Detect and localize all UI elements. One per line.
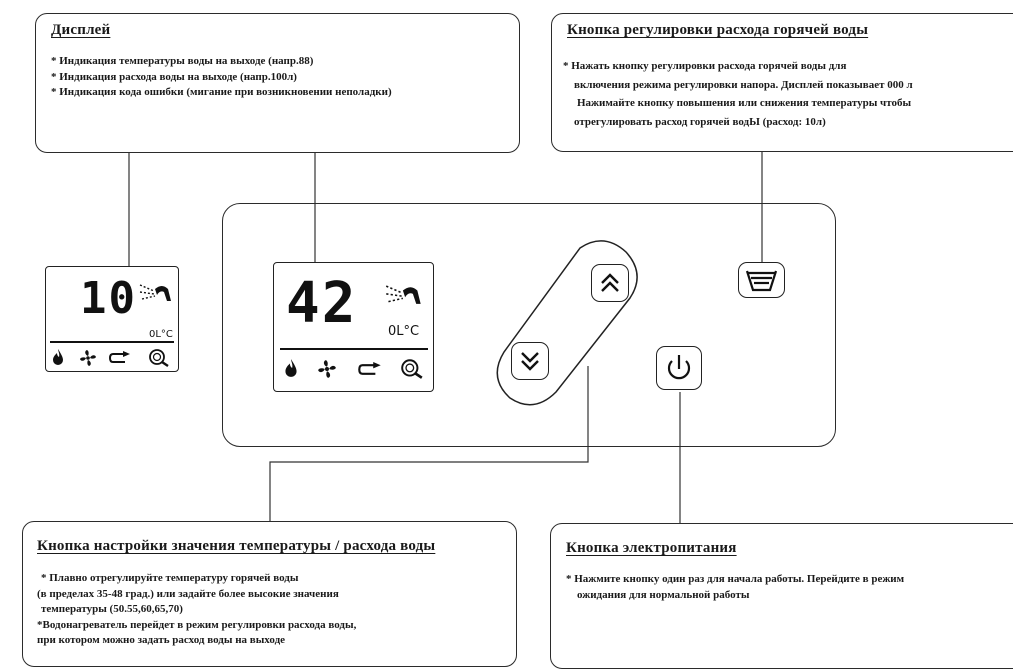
temperature-adjust-capsule [496,240,638,406]
display-callout-title: Дисплей [51,22,111,38]
flow-line-4: отрегулировать расход горячей водЫ (расх… [574,115,826,128]
magnifier-icon [401,359,423,379]
flow-adjust-button[interactable] [738,262,785,298]
power-line-2: ожидания для нормальной работы [577,588,750,601]
water-arrow-icon [109,351,130,363]
fan-icon [318,360,336,378]
power-line-1: * Нажмите кнопку один раз для начала раб… [566,573,905,585]
temperature-down-button[interactable] [511,342,549,380]
temperature-button-callout: Кнопка настройки значения температуры / … [22,521,517,667]
temperature-button-callout-text: * Плавно отрегулируйте температуру горяч… [37,571,356,649]
panel-display: 42 0L°C [273,262,434,392]
power-button[interactable] [656,346,702,390]
power-icon [667,355,691,380]
flow-adjust-icon [745,270,778,292]
temperature-up-button[interactable] [591,264,629,302]
temp-line-1: * Плавно отрегулируйте температуру горяч… [41,572,299,584]
chevron-double-up-icon [601,273,619,292]
fan-icon [80,350,96,366]
flow-button-callout-text: * Нажать кнопку регулировки расхода горя… [563,57,913,131]
shower-icon [139,284,171,301]
control-panel [222,203,836,447]
panel-display-separator [280,348,428,350]
small-display-separator [50,341,174,343]
flame-icon [53,349,63,365]
display-line-2: * Индикация расхода воды на выходе (напр… [51,70,297,83]
temp-line-5: при котором можно задать расход воды на … [37,634,286,646]
flow-line-2: включения режима регулировки напора. Дис… [574,78,913,91]
temp-line-2: (в пределах 35-48 град.) или задайте бол… [37,587,339,600]
chevron-double-down-icon [521,352,539,371]
flame-icon [285,359,297,377]
flow-button-callout-title: Кнопка регулировки расхода горячей воды [567,22,869,38]
display-line-1: * Индикация температуры воды на выходе (… [51,55,314,67]
temp-line-3: температуры (50.55,60,65,70) [41,603,183,615]
panel-display-units: 0L°C [388,324,420,339]
small-display-value: 10 [80,273,137,324]
power-button-callout: Кнопка электропитания * Нажмите кнопку о… [550,523,1013,669]
flow-button-callout: Кнопка регулировки расхода горячей воды … [551,13,1013,152]
flow-line-1: * Нажать кнопку регулировки расхода горя… [563,60,847,72]
power-button-callout-title: Кнопка электропитания [566,540,737,556]
power-button-callout-text: * Нажмите кнопку один раз для начала раб… [566,572,904,603]
display-callout-text: * Индикация температуры воды на выходе (… [51,54,392,101]
panel-display-value: 42 [286,271,358,336]
magnifier-icon [149,349,169,367]
small-display: 10 0L°C [45,266,179,372]
small-display-units: 0L°C [149,329,173,340]
shower-icon [385,285,421,304]
temperature-button-callout-title: Кнопка настройки значения температуры / … [37,538,436,554]
display-callout: Дисплей * Индикация температуры воды на … [35,13,520,153]
water-arrow-icon [358,362,381,375]
display-line-3: * Индикация кода ошибки (мигание при воз… [51,86,392,98]
temp-line-4: *Водонагреватель перейдет в режим регули… [37,618,357,631]
flow-line-3: Нажимайте кнопку повышения или снижения … [577,97,912,109]
